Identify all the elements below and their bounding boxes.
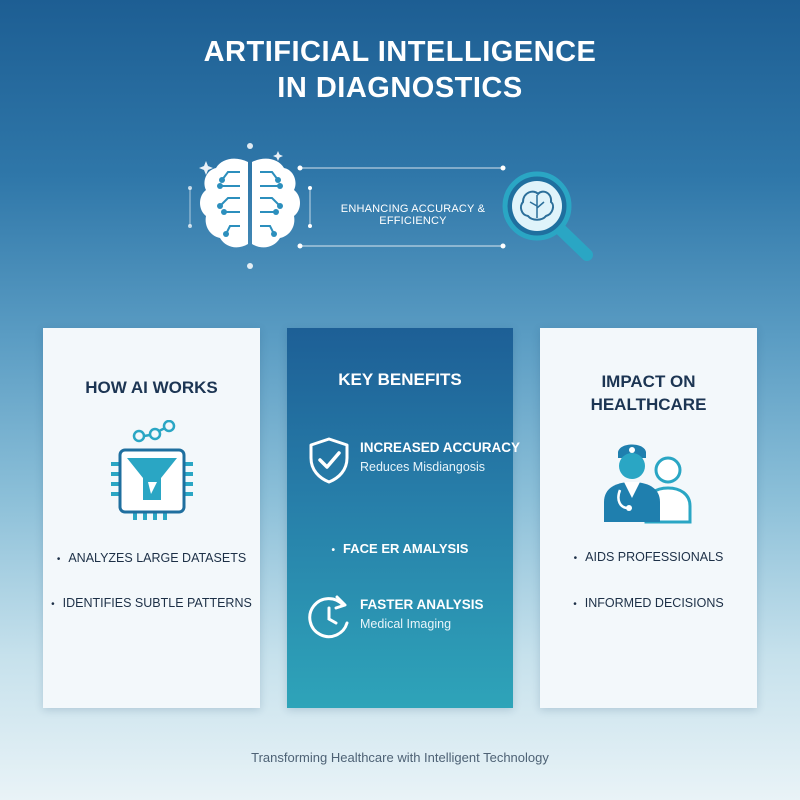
hero-tagline: ENHANCING ACCURACY & EFFICIENCY: [340, 203, 486, 227]
impact-title-line-2: HEALTHCARE: [590, 395, 707, 414]
circuit-brain-icon: [200, 158, 300, 248]
hero-banner: ENHANCING ACCURACY & EFFICIENCY: [180, 138, 620, 270]
hero-graphic: [188, 143, 593, 269]
bullet-item: •AIDS PROFESSIONALS: [573, 550, 724, 564]
benefit-subtitle: Medical Imaging: [360, 617, 452, 631]
benefit-title: FASTER ANALYSIS: [360, 597, 484, 612]
sparkle-icon: [188, 143, 283, 269]
shield-check-icon: [309, 437, 349, 484]
how-ai-works-title: HOW AI WORKS: [85, 378, 218, 397]
footer-caption: Transforming Healthcare with Intelligent…: [251, 750, 549, 765]
benefit-title: INCREASED ACCURACY: [360, 440, 521, 455]
benefit-subtitle: Reduces Misdiangosis: [360, 460, 486, 474]
page-title-line-1: ARTIFICIAL INTELLIGENCE: [203, 36, 597, 68]
bullet-text: ANALYZES LARGE DATASETS: [68, 551, 247, 565]
page-title: ARTIFICIAL INTELLIGENCE IN DIAGNOSTICS: [0, 34, 800, 106]
bullet-item: •FACE ER AMALYSIS: [331, 541, 469, 556]
bullet-item: •ANALYZES LARGE DATASETS: [56, 551, 247, 565]
doctor-figure: [604, 444, 660, 522]
impact-title: IMPACT ON HEALTHCARE: [540, 370, 757, 416]
bullet-text: INFORMED DECISIONS: [584, 596, 724, 610]
how-ai-works-card: HOW AI WORKS •ANALYZES LARGE DATASETS •I…: [43, 328, 260, 708]
clock-arrow-icon: [308, 595, 349, 639]
impact-on-healthcare-card: IMPACT ON HEALTHCARE •AIDS PROFESSIONALS…: [540, 328, 757, 708]
key-benefits-title: KEY BENEFITS: [338, 370, 462, 389]
impact-title-line-1: IMPACT ON: [601, 372, 696, 391]
bullet-item: •INFORMED DECISIONS: [573, 596, 724, 610]
bullet-item: •IDENTIFIES SUBTLE PATTERNS: [51, 596, 252, 610]
bullet-text: AIDS PROFESSIONALS: [585, 550, 724, 564]
key-benefits-card: KEY BENEFITS INCREASED ACCURACY Reduces …: [287, 328, 520, 708]
magnifier-brain-icon: [502, 171, 593, 261]
medical-professionals-icon: [604, 444, 692, 524]
ai-chip-icon: [111, 420, 193, 520]
page-title-line-2: IN DIAGNOSTICS: [277, 72, 523, 104]
benefit-increased-accuracy: INCREASED ACCURACY Reduces Misdiangosis: [307, 436, 520, 486]
bullet-text: FACE ER AMALYSIS: [343, 541, 469, 556]
benefit-faster-analysis: FASTER ANALYSIS Medical Imaging: [307, 593, 507, 643]
bullet-text: IDENTIFIES SUBTLE PATTERNS: [62, 596, 252, 610]
